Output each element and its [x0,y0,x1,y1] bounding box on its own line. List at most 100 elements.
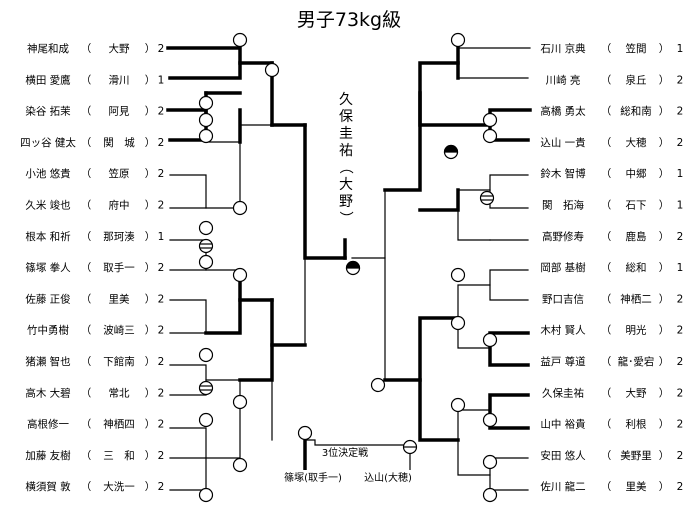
seed-number: 2 [677,481,684,493]
open-paren: （ [81,293,92,305]
seed-number: 2 [677,231,684,243]
player-name: 佐川 龍二 [540,480,585,493]
seed-number: 2 [158,325,165,337]
champion-name: 久保圭祐（大野） [337,92,353,225]
open-paren: （ [601,43,612,55]
seed-number: 2 [158,450,165,462]
seed-number: 2 [677,293,684,305]
open-paren: （ [601,387,612,399]
left-player-entry: 神尾和成（大野）2 [27,42,164,55]
champion-char: 保 [339,109,353,125]
close-paren: ） [659,168,670,180]
close-paren: ） [145,168,156,180]
close-paren: ） [659,481,670,493]
player-name: 高野修寿 [542,230,584,243]
seed-number: 2 [158,356,165,368]
win-mark [482,487,498,503]
win-mark [198,128,214,144]
player-school: 石下 [626,200,647,212]
player-school: 取手一 [103,261,135,274]
open-paren: （ [81,325,92,337]
close-paren: ） [145,106,156,118]
half-filled-mark [345,260,361,276]
third-place-label: 3位決定戦 [322,446,368,459]
left-player-entry: 横須賀 敦（大洗一）2 [25,480,164,493]
open-paren: （ [81,74,92,86]
champion-char: 久 [339,92,353,108]
seed-number: 2 [677,419,684,431]
seed-number: 2 [158,168,165,180]
seed-number: 1 [677,168,684,180]
player-school: 那珂湊 [103,230,135,243]
win-mark [482,454,498,470]
player-school: 笠間 [626,42,647,55]
player-name: 久保圭祐 [542,386,584,399]
win-mark [482,112,498,128]
left-player-entry: 加藤 友樹（三 和）2 [25,449,164,462]
open-paren: （ [81,43,92,55]
player-name: 横田 愛鷹 [25,73,70,86]
win-mark [198,112,214,128]
player-school: 神栖二 [620,292,652,305]
win-mark [198,220,214,236]
close-paren: ） [145,387,156,399]
seed-number: 1 [677,200,684,212]
special-marks [198,144,495,455]
win-mark [198,487,214,503]
close-paren: ） [659,43,670,55]
bracket-title: 男子73kg級 [297,9,401,31]
open-paren: （ [81,168,92,180]
seed-number: 2 [158,419,165,431]
close-paren: ） [145,356,156,368]
seed-number: 2 [677,325,684,337]
right-player-entry: 山中 裕貴（利根）2 [540,418,683,431]
close-paren: ） [659,262,670,274]
win-mark [450,267,466,283]
win-mark [482,128,498,144]
player-name: 竹中勇樹 [27,324,69,337]
right-player-entry: 高橋 勇太（総和南）2 [540,105,683,118]
close-paren: ） [145,262,156,274]
player-name: 岡部 基樹 [540,261,586,274]
player-school: 利根 [626,418,647,431]
seed-number: 2 [158,106,165,118]
seed-number: 2 [158,481,165,493]
open-paren: （ [601,168,612,180]
win-mark [264,62,280,78]
player-school: 府中 [109,199,130,212]
player-name: 山中 裕貴 [540,418,585,431]
seed-number: 2 [158,200,165,212]
right-player-entry: 鈴木 智博（中郷）1 [540,167,683,180]
player-school: 美野里 [620,449,652,462]
open-paren: （ [81,200,92,212]
seed-number: 2 [677,106,684,118]
close-paren: ） [145,74,156,86]
open-paren: （ [601,325,612,337]
close-paren: ） [145,200,156,212]
close-paren: ） [659,387,670,399]
right-player-entry: 石川 京典（笠間）1 [540,42,683,55]
win-mark [450,32,466,48]
left-player-entry: 染谷 拓茉（阿見）2 [25,105,164,118]
open-paren: （ [601,262,612,274]
result-marks [198,32,498,503]
seed-number: 2 [677,74,684,86]
open-paren: （ [601,356,612,368]
player-school: 総和南 [620,105,652,118]
player-name: 篠塚 拳人 [25,261,71,274]
win-mark [370,377,386,393]
player-school: 里美 [109,292,130,305]
half-filled-mark [443,144,459,160]
close-paren: ） [659,200,670,212]
left-player-entry: 高根修一（神栖四）2 [27,418,164,431]
player-name: 根本 和祈 [25,230,71,243]
open-paren: （ [601,74,612,86]
left-player-entry: 高木 大碧（常北）2 [25,386,164,399]
close-paren: ） [145,325,156,337]
left-player-entry: 竹中勇樹（波崎三）2 [27,324,164,337]
open-paren: （ [601,137,612,149]
close-paren: ） [659,74,670,86]
player-name: 石川 京典 [540,42,586,55]
